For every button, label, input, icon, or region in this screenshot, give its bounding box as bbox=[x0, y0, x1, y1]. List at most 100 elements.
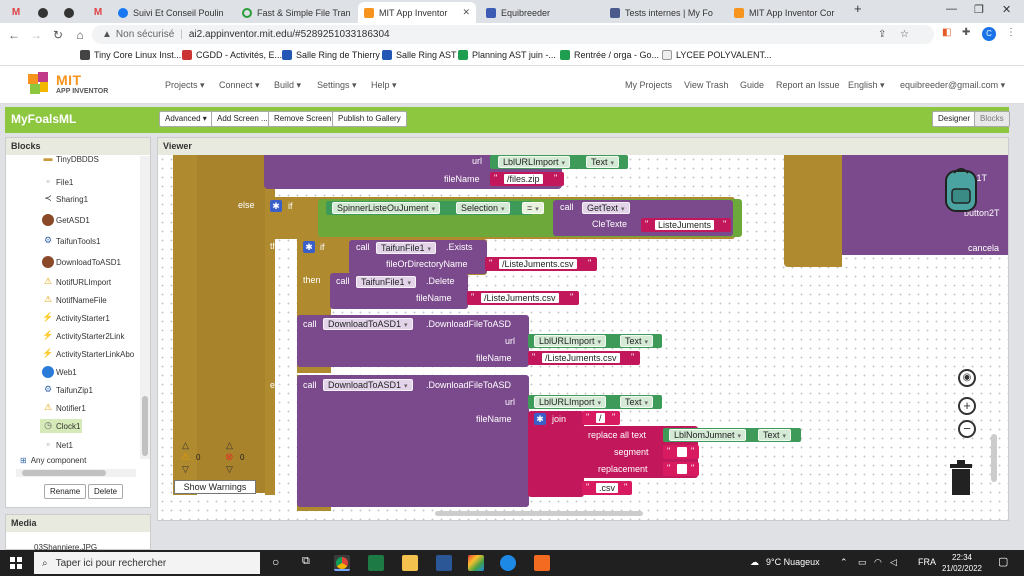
tree-item-activitystarter2link[interactable]: ⚡ActivityStarter2Link bbox=[42, 330, 125, 341]
method-chip[interactable]: GetText▾ bbox=[582, 202, 630, 214]
tree-item-activitystarterlinkabo[interactable]: ⚡ActivityStarterLinkAbo bbox=[42, 348, 135, 359]
workspace-vscrollbar[interactable] bbox=[991, 434, 997, 482]
tree-item-taifuntools1[interactable]: ⚙TaifunTools1 bbox=[43, 235, 101, 246]
error-up-icon[interactable]: △ bbox=[226, 440, 233, 450]
tree-item-taifunzip1[interactable]: ⚙TaifunZip1 bbox=[43, 384, 93, 395]
listejuments-csv-string-3[interactable]: "/ListeJuments.csv" bbox=[528, 351, 640, 365]
reload-icon[interactable]: ↻ bbox=[52, 27, 64, 42]
designer-button[interactable]: Designer bbox=[932, 111, 977, 127]
close-window-icon[interactable]: ✕ bbox=[1002, 4, 1012, 16]
language-indicator[interactable]: FRA bbox=[918, 557, 936, 567]
bookmark-planning-ast[interactable]: Planning AST juin -... bbox=[458, 50, 556, 60]
menu-help[interactable]: Help ▾ bbox=[371, 80, 397, 90]
weather-text[interactable]: 9°C Nuageux bbox=[766, 557, 820, 567]
dropdown-icon[interactable]: ▾ bbox=[431, 206, 436, 213]
workspace-hscrollbar[interactable] bbox=[435, 511, 643, 516]
tab-github-2[interactable] bbox=[58, 2, 82, 23]
warning-up-icon[interactable]: △ bbox=[182, 440, 189, 450]
blocks-button[interactable]: Blocks bbox=[974, 111, 1010, 127]
new-tab-button[interactable]: + bbox=[854, 1, 862, 16]
segment-string[interactable]: "" bbox=[663, 445, 699, 459]
right-control-block[interactable] bbox=[784, 155, 842, 267]
tree-item-notifnamefile[interactable]: ⚠NotifNameFile bbox=[43, 294, 107, 305]
word-taskbar-icon[interactable] bbox=[436, 555, 452, 571]
mutator-gear-icon[interactable]: ✱ bbox=[270, 200, 282, 212]
edge-taskbar-icon[interactable] bbox=[500, 555, 516, 571]
replacement-string[interactable]: "" bbox=[663, 462, 699, 476]
tree-item-getasd1[interactable]: GetASD1 bbox=[42, 214, 90, 226]
tray-expand-icon[interactable]: ⌃ bbox=[840, 557, 848, 567]
property-chip[interactable]: Selection▾ bbox=[456, 202, 510, 214]
add-screen-button[interactable]: Add Screen ... bbox=[211, 111, 274, 127]
bookmark-tinycore[interactable]: Tiny Core Linux Inst... bbox=[80, 50, 181, 60]
task-view-icon[interactable]: ⧉ bbox=[302, 555, 310, 567]
blocks-tree-scrollbar[interactable] bbox=[140, 156, 150, 459]
dropdown-icon[interactable]: ▾ bbox=[737, 433, 742, 440]
tab-file-transfer[interactable]: Fast & Simple File Tran bbox=[236, 2, 356, 23]
dropdown-icon[interactable]: ▾ bbox=[535, 206, 539, 213]
link-my-projects[interactable]: My Projects bbox=[625, 80, 673, 90]
bookmark-lycee[interactable]: LYCEE POLYVALENT... bbox=[662, 50, 772, 60]
menu-settings[interactable]: Settings ▾ bbox=[317, 80, 357, 90]
component-chip[interactable]: TaifunFile1▾ bbox=[376, 242, 437, 254]
dropdown-icon[interactable]: ▾ bbox=[644, 400, 649, 407]
tree-item-net1[interactable]: ▫Net1 bbox=[42, 439, 73, 451]
component-chip[interactable]: DownloadToASD1▾ bbox=[323, 318, 413, 330]
scroll-thumb[interactable] bbox=[142, 396, 148, 456]
right-call-block[interactable] bbox=[842, 155, 1008, 255]
dropdown-icon[interactable]: ▾ bbox=[610, 160, 615, 167]
minimize-icon[interactable]: — bbox=[946, 3, 957, 15]
component-chip[interactable]: DownloadToASD1▾ bbox=[323, 379, 413, 391]
link-view-trash[interactable]: View Trash bbox=[684, 80, 729, 90]
advanced-button[interactable]: Advanced ▾ bbox=[159, 111, 213, 127]
wifi-icon[interactable]: ◠ bbox=[874, 557, 882, 567]
show-warnings-button[interactable]: Show Warnings bbox=[174, 480, 256, 494]
weather-icon[interactable]: ☁ bbox=[750, 557, 759, 567]
tab-github-1[interactable] bbox=[32, 2, 56, 23]
tab-tests-internes[interactable]: Tests internes | My Fo bbox=[604, 2, 724, 23]
error-down-icon[interactable]: ▽ bbox=[226, 464, 233, 474]
bookmark-star-icon[interactable]: ☆ bbox=[900, 29, 909, 40]
dropdown-icon[interactable]: ▾ bbox=[404, 383, 408, 390]
dropdown-icon[interactable]: ▾ bbox=[782, 433, 787, 440]
paint-taskbar-icon[interactable] bbox=[468, 555, 484, 571]
operator-chip[interactable]: =▾ bbox=[522, 202, 544, 214]
csv-string[interactable]: ".csv" bbox=[582, 481, 632, 495]
recenter-icon[interactable]: ◉ bbox=[958, 369, 976, 387]
warning-down-icon[interactable]: ▽ bbox=[182, 464, 189, 474]
tree-item-notifier1[interactable]: ⚠Notifier1 bbox=[43, 402, 86, 413]
tree-item-activitystarter1[interactable]: ⚡ActivityStarter1 bbox=[42, 312, 110, 323]
tab-facebook[interactable]: Suivi Et Conseil Poulin bbox=[112, 2, 232, 23]
property-chip[interactable]: Text▾ bbox=[758, 429, 792, 441]
tab-gmail-2[interactable]: M bbox=[86, 2, 110, 23]
listejuments-string[interactable]: "ListeJuments" bbox=[641, 218, 731, 232]
dropdown-icon[interactable]: ▾ bbox=[427, 246, 432, 253]
zoom-in-icon[interactable]: + bbox=[958, 397, 976, 415]
chrome-taskbar-icon[interactable] bbox=[334, 555, 350, 571]
property-chip[interactable]: Text▾ bbox=[586, 156, 620, 168]
dropdown-icon[interactable]: ▾ bbox=[597, 339, 602, 346]
hscroll-thumb[interactable] bbox=[22, 470, 106, 476]
extensions-puzzle-icon[interactable]: ✚ bbox=[962, 27, 971, 38]
listejuments-csv-string[interactable]: "/ListeJuments.csv" bbox=[485, 257, 597, 271]
blocks-workspace[interactable]: else url LblURLImport▾ Text▾ fileName "/… bbox=[158, 155, 1008, 520]
notifications-icon[interactable]: ▢ bbox=[998, 556, 1009, 568]
expand-icon[interactable]: ⊞ bbox=[20, 456, 27, 465]
backpack-icon[interactable] bbox=[938, 165, 984, 215]
dropdown-icon[interactable]: ▾ bbox=[404, 322, 408, 329]
mutator-gear-icon[interactable]: ✱ bbox=[534, 413, 546, 425]
dropdown-icon[interactable]: ▾ bbox=[501, 206, 505, 213]
bookmark-salle-ring-ast[interactable]: Salle Ring AST bbox=[382, 50, 457, 60]
component-chip[interactable]: SpinnerListeOuJument▾ bbox=[332, 202, 441, 214]
dropdown-icon[interactable]: ▾ bbox=[644, 339, 649, 346]
cortana-icon[interactable]: ○ bbox=[272, 555, 280, 569]
extension-orange-icon[interactable]: ◧ bbox=[942, 27, 952, 38]
property-chip[interactable]: Text▾ bbox=[620, 335, 654, 347]
tab-mit-app-inventor[interactable]: MIT App Inventor✕ bbox=[358, 2, 476, 23]
tree-item-tinydbdds[interactable]: ▬TinyDBDDS bbox=[43, 155, 99, 164]
taskbar-clock[interactable]: 22:34 21/02/2022 bbox=[940, 552, 984, 574]
network-icon[interactable]: ▭ bbox=[858, 557, 867, 567]
tree-item-sharing1[interactable]: ≺Sharing1 bbox=[42, 193, 88, 205]
app-taskbar-icon[interactable] bbox=[534, 555, 550, 571]
menu-projects[interactable]: Projects ▾ bbox=[165, 80, 205, 90]
